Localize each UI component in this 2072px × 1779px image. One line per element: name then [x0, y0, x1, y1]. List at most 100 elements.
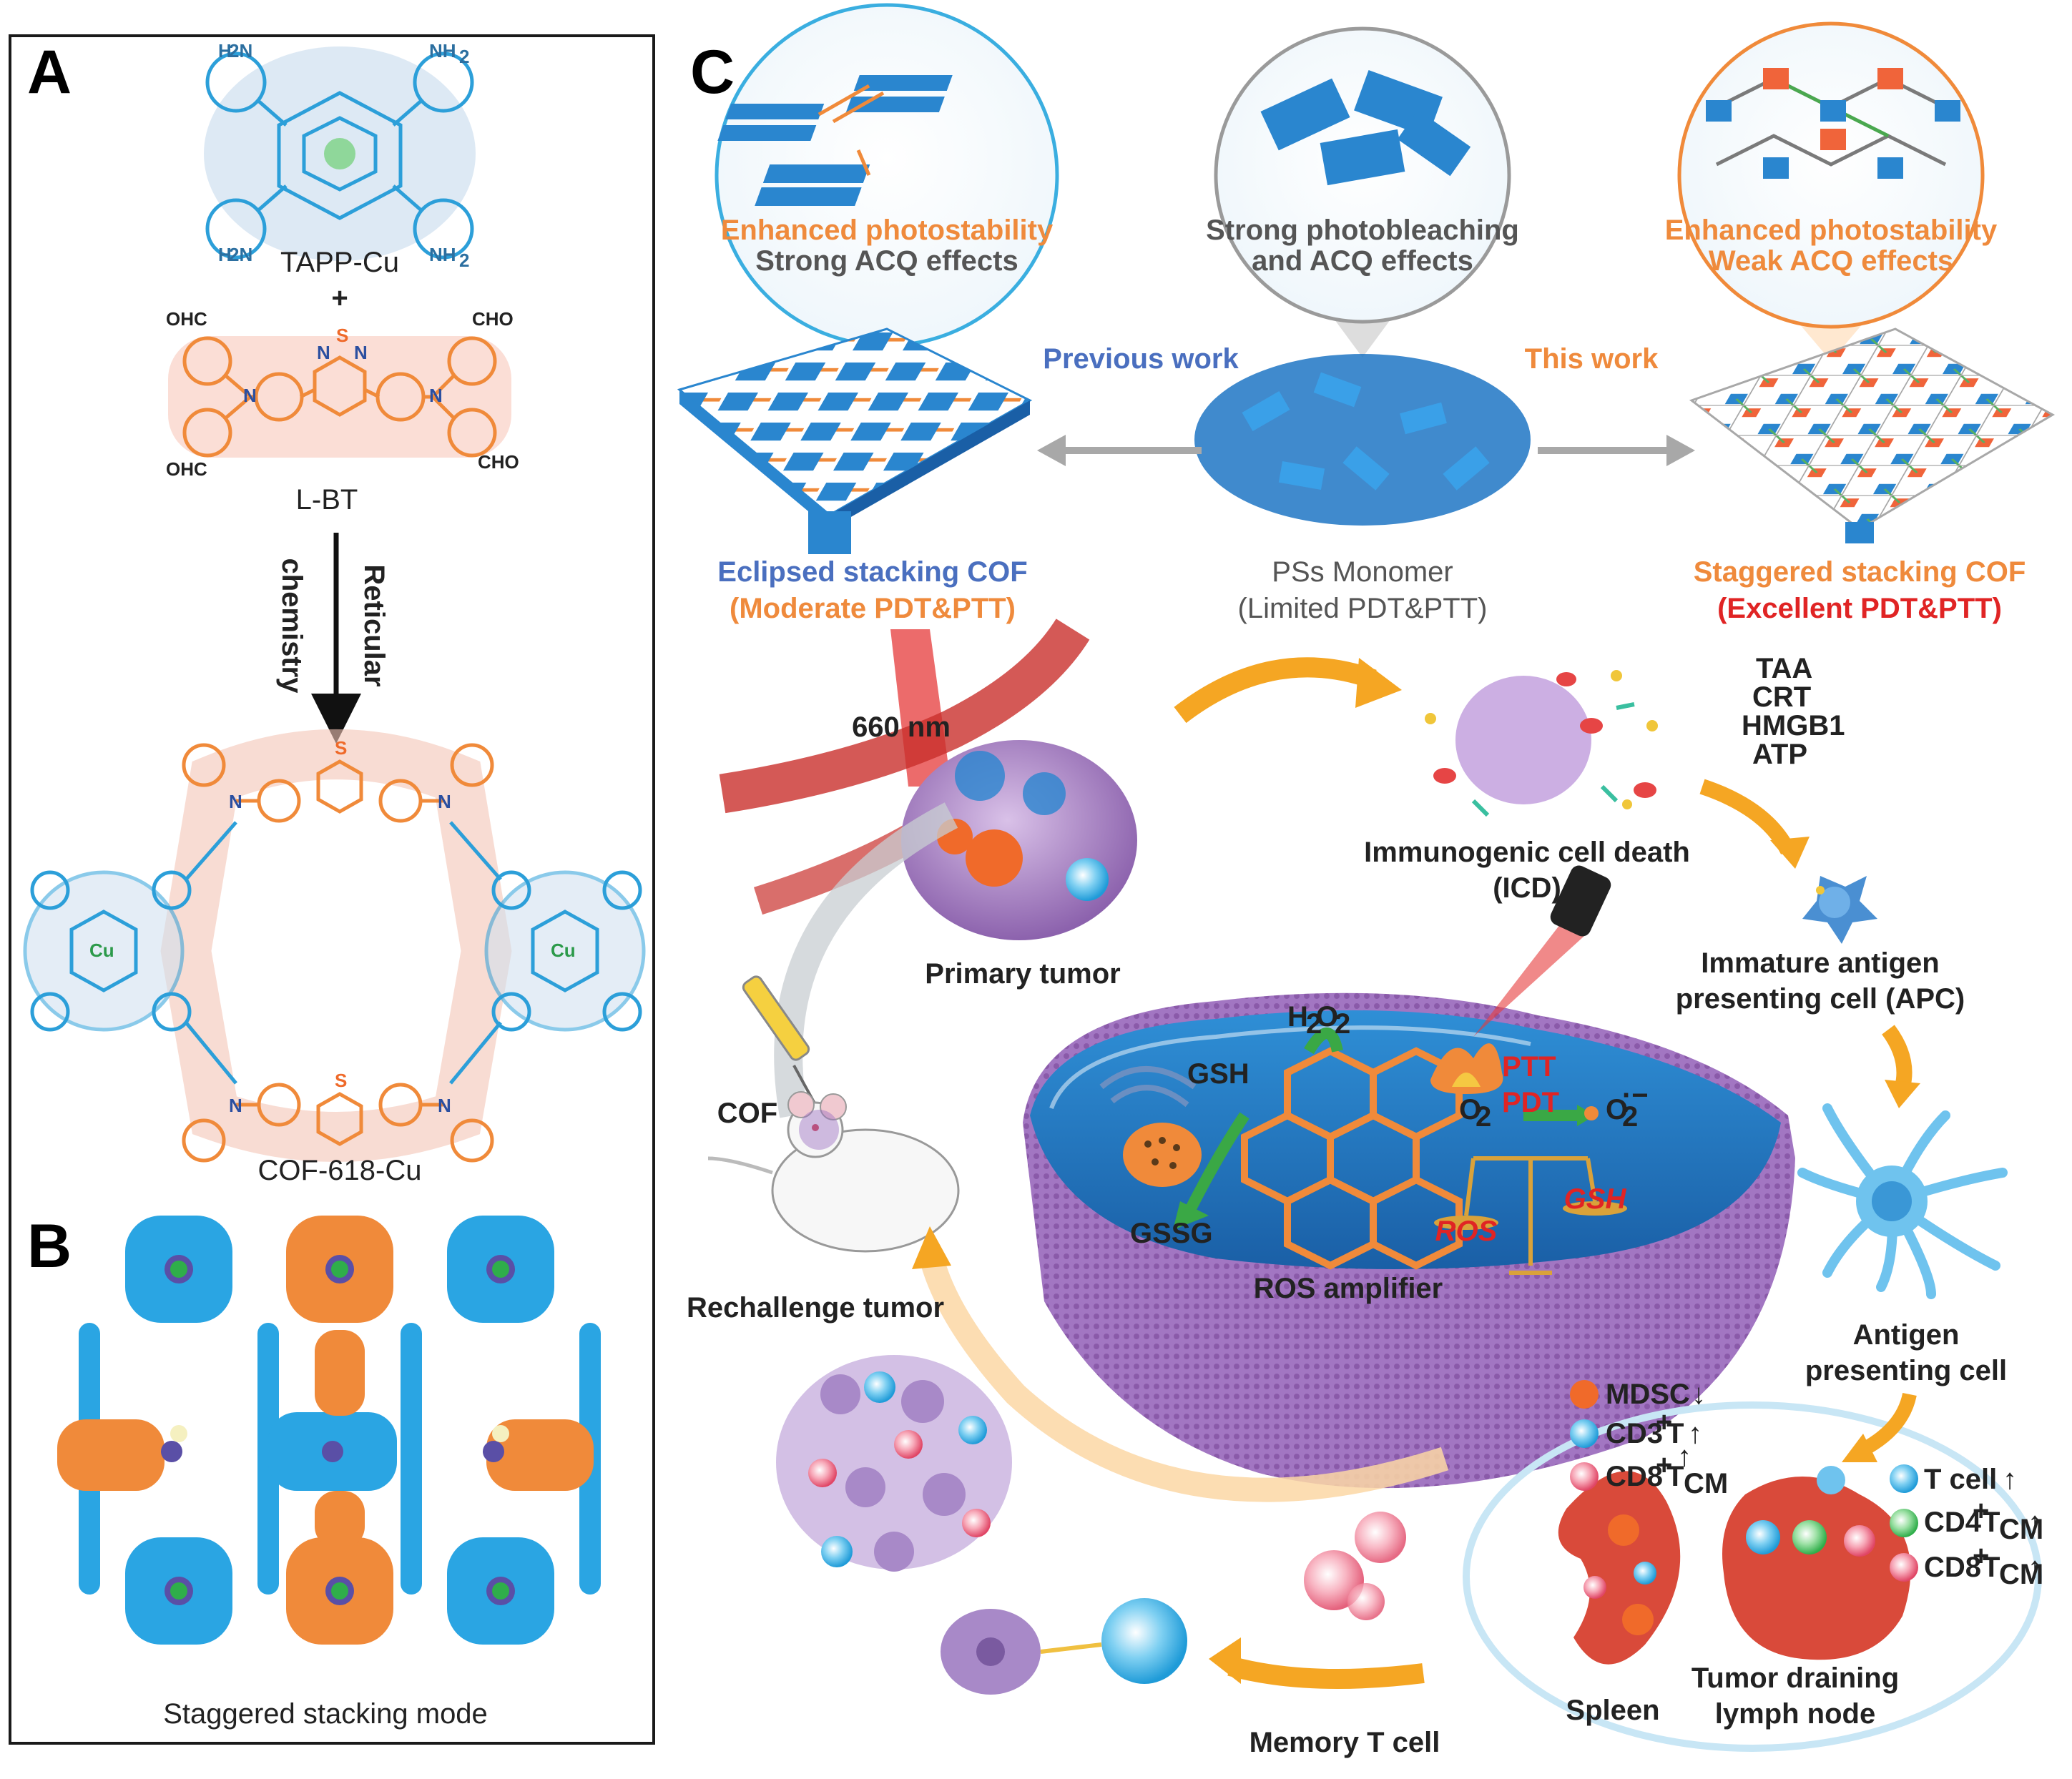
- laser-device: [1473, 865, 1611, 1037]
- svg-text:N: N: [243, 385, 257, 406]
- eclipsed-title: Eclipsed stacking COF: [717, 556, 1027, 588]
- memory-t-cell-scene: [941, 1512, 1406, 1695]
- svg-text:N: N: [438, 791, 451, 812]
- panel-a-letter: A: [27, 38, 72, 107]
- cd4t-icon: [1890, 1509, 1918, 1537]
- svg-text:·−: ·−: [1622, 1080, 1649, 1111]
- cof-network: [1241, 1047, 1463, 1270]
- svg-text:+: +: [1973, 1540, 1989, 1572]
- svg-text:+: +: [1656, 1406, 1672, 1438]
- svg-text:N: N: [438, 1095, 451, 1116]
- svg-text:OHC: OHC: [166, 308, 207, 330]
- bubble-left: [715, 3, 1059, 361]
- scale-gsh: GSH: [1564, 1183, 1627, 1215]
- immature-apc-line2: presenting cell (APC): [1676, 983, 1965, 1015]
- icd-label-line2: (ICD): [1493, 872, 1561, 904]
- svg-text:+: +: [1656, 1449, 1672, 1481]
- spleen-label: Spleen: [1566, 1695, 1659, 1726]
- tdln-label-line2: lymph node: [1715, 1698, 1875, 1730]
- ptt-label: PTT: [1502, 1051, 1556, 1083]
- svg-text:H: H: [218, 244, 232, 265]
- monomer-pile: [1194, 354, 1531, 526]
- svg-text:N: N: [429, 385, 443, 406]
- svg-text:CHO: CHO: [472, 308, 514, 330]
- o2-radical-label: O: [1606, 1094, 1628, 1125]
- mdsc-icon: [1570, 1380, 1599, 1409]
- svg-text:T: T: [1983, 1552, 2000, 1583]
- flame: [1430, 1043, 1503, 1094]
- lymph-node: [1722, 1466, 1911, 1660]
- svg-text:N: N: [229, 1095, 242, 1116]
- o2-label: O: [1459, 1094, 1481, 1125]
- bubble-middle-line2: and ACQ effects: [1252, 245, 1473, 277]
- cof-injection-label: COF: [717, 1098, 777, 1129]
- svg-text:↑: ↑: [2028, 1507, 2042, 1538]
- ros-amplifier-label: ROS amplifier: [1254, 1273, 1443, 1304]
- svg-text:T: T: [1983, 1507, 2000, 1538]
- svg-text:↓: ↓: [1692, 1379, 1706, 1410]
- mdsc-label: MDSC: [1606, 1379, 1690, 1410]
- svg-text:CHO: CHO: [478, 451, 519, 473]
- svg-text:N: N: [229, 791, 242, 812]
- rechallenge-tumor: [776, 1355, 1012, 1572]
- monomer-subtitle: (Limited PDT&PTT): [1238, 593, 1488, 624]
- cof-618-cu-framework: Cu Cu S S N N N N: [23, 729, 646, 1163]
- bubble-middle-line1: Strong photobleaching: [1206, 215, 1519, 246]
- cd3t-label: CD3: [1606, 1418, 1663, 1449]
- bubble-middle: [1214, 26, 1511, 358]
- bubble-right: [1677, 21, 1985, 361]
- legend-hmgb1: HMGB1: [1742, 710, 1845, 741]
- cof-618-cu-label: COF-618-Cu: [258, 1155, 422, 1186]
- svg-text:↑: ↑: [2003, 1464, 2017, 1495]
- arc-to-mouse: [918, 1248, 1449, 1502]
- cd8t-left-label: CD8: [1606, 1461, 1663, 1492]
- mitochondrion: [1123, 1123, 1202, 1187]
- primary-tumor-label: Primary tumor: [925, 958, 1120, 990]
- svg-text:NH: NH: [429, 40, 456, 61]
- pdt-label: PDT: [1502, 1087, 1559, 1118]
- l-bt-label: L-BT: [296, 484, 358, 516]
- svg-text:T: T: [1666, 1418, 1684, 1449]
- svg-text:S: S: [335, 1070, 347, 1091]
- cd4t-label: CD4: [1924, 1507, 1982, 1538]
- tdln-label-line1: Tumor draining: [1692, 1662, 1899, 1694]
- lymph-region: [1463, 1401, 2042, 1752]
- bubble-left-line2: Strong ACQ effects: [755, 245, 1018, 277]
- legend-taa: TAA: [1756, 653, 1812, 684]
- previous-work-label: Previous work: [1043, 343, 1239, 375]
- t-cell-icon: [1890, 1464, 1918, 1493]
- svg-text:Cu: Cu: [551, 940, 576, 961]
- svg-text:CM: CM: [1684, 1468, 1728, 1499]
- cd3t-icon: [1570, 1419, 1599, 1448]
- staggered-title: Staggered stacking COF: [1694, 556, 2026, 588]
- legend-crt: CRT: [1752, 681, 1811, 713]
- svg-text:2: 2: [1476, 1101, 1491, 1133]
- chemistry-label: chemistry: [276, 558, 308, 694]
- svg-text:↑: ↑: [1688, 1418, 1702, 1449]
- mouse: [707, 1091, 960, 1253]
- icd-label-line1: Immunogenic cell death: [1364, 837, 1690, 868]
- h2o2-label: H: [1287, 1001, 1308, 1033]
- arrow-to-memory: [1227, 1656, 1425, 1689]
- tapp-cu-label: TAPP-Cu: [280, 247, 399, 278]
- cd8t-left-icon: [1570, 1462, 1599, 1491]
- svg-text:S: S: [335, 737, 347, 759]
- immature-apc-line1: Immature antigen: [1701, 947, 1939, 979]
- scale-ros: ROS: [1435, 1216, 1498, 1247]
- legend-atp: ATP: [1752, 739, 1807, 770]
- apc-label-line2: presenting cell: [1805, 1355, 2007, 1386]
- eclipsed-subtitle: (Moderate PDT&PTT): [730, 593, 1016, 624]
- balance-scale: [1464, 1156, 1597, 1275]
- svg-text:N: N: [317, 342, 330, 363]
- bubble-left-line1: Enhanced photostability: [721, 215, 1054, 246]
- golgi: [1099, 1066, 1197, 1108]
- plus-sign: +: [331, 282, 348, 314]
- svg-text:T: T: [1666, 1461, 1684, 1492]
- immature-apc: [1802, 876, 1877, 944]
- staggered-caption: Staggered stacking mode: [163, 1698, 488, 1730]
- t-cell-label: T cell: [1924, 1464, 1997, 1495]
- icd-cell: [1425, 670, 1658, 817]
- svg-text:↑: ↑: [1677, 1441, 1692, 1472]
- bubble-right-line1: Enhanced photostability: [1665, 215, 1998, 246]
